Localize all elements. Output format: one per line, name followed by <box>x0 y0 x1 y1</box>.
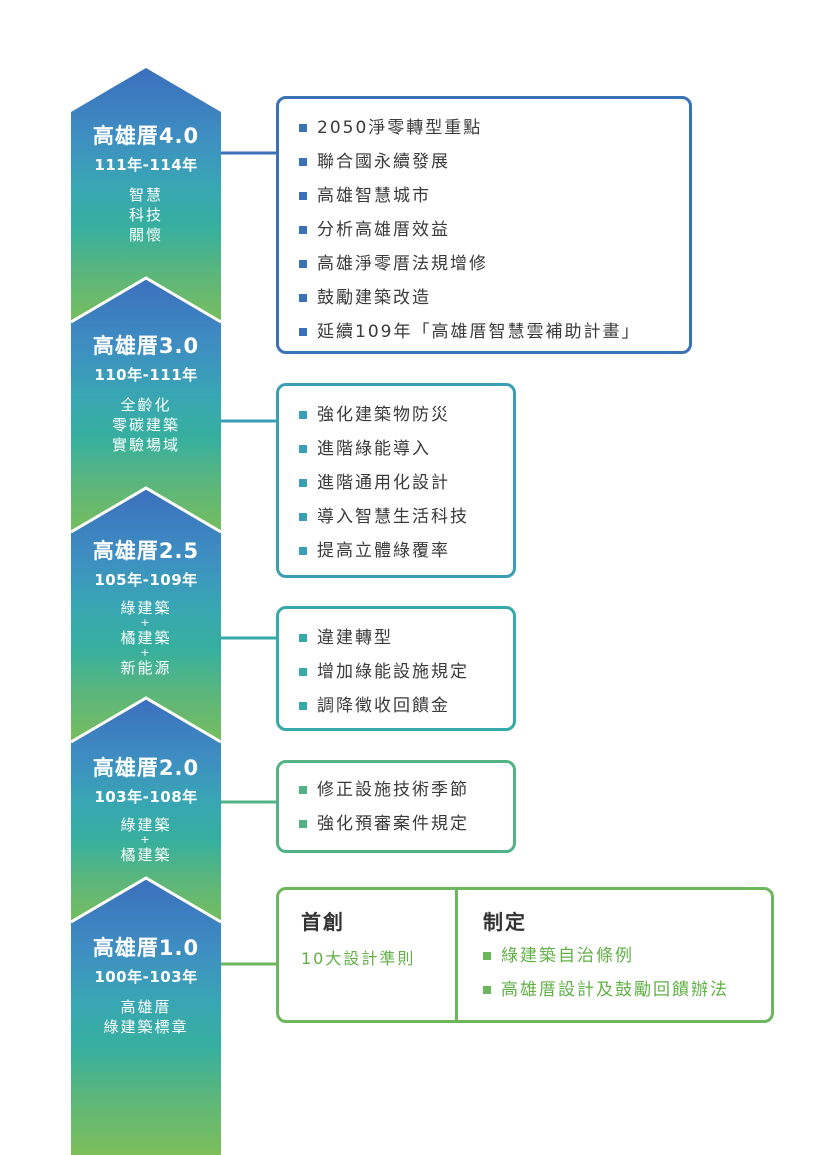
list-item: 強化預審案件規定 <box>299 807 513 841</box>
list-item: 提高立體綠覆率 <box>299 534 513 568</box>
bullet-icon <box>299 786 307 794</box>
stage-arrow-25 <box>71 488 221 750</box>
list-item: 鼓勵建築改造 <box>299 281 689 315</box>
bullet-icon <box>299 668 307 676</box>
stage-25-items-box: 違建轉型 增加綠能設施規定 調降徵收回饋金 <box>276 606 516 731</box>
first-column: 首創 10大設計準則 <box>301 906 415 969</box>
stage-title: 高雄厝2.5 <box>92 539 200 563</box>
stage-arrow-3 <box>71 278 221 540</box>
stage-title: 高雄厝1.0 <box>92 936 200 960</box>
list-item: 高雄智慧城市 <box>299 179 689 213</box>
stage-25-label: 高雄厝2.5 105年-109年 綠建築 + 橘建築 + 新能源 <box>71 535 221 678</box>
stage-period: 103年-108年 <box>94 788 198 806</box>
bullet-icon <box>299 820 307 828</box>
bullet-icon <box>299 328 307 336</box>
stage-3-label: 高雄厝3.0 110年-111年 全齡化 零碳建築 實驗場域 <box>71 330 221 455</box>
list-item: 增加綠能設施規定 <box>299 655 513 689</box>
list-item: 強化建築物防災 <box>299 398 513 432</box>
stage-title: 高雄厝2.0 <box>92 756 200 780</box>
bullet-icon <box>299 124 307 132</box>
stage-desc: 智慧 科技 關懷 <box>128 186 163 244</box>
stage-arrow-1 <box>71 878 221 1155</box>
stage-1-label: 高雄厝1.0 100年-103年 高雄厝 綠建築標章 <box>71 932 221 1037</box>
stage-arrow-2 <box>71 698 221 930</box>
stage-4-items-box: 2050淨零轉型重點 聯合國永續發展 高雄智慧城市 分析高雄厝效益 高雄淨零厝法… <box>276 96 692 354</box>
enact-column: 制定 綠建築自治條例 高雄厝設計及鼓勵回饋辦法 <box>483 906 729 1007</box>
stage-3-items-box: 強化建築物防災 進階綠能導入 進階通用化設計 導入智慧生活科技 提高立體綠覆率 <box>276 383 516 578</box>
bullet-icon <box>299 158 307 166</box>
list-item: 進階綠能導入 <box>299 432 513 466</box>
stage-period: 100年-103年 <box>94 968 198 986</box>
list-item: 修正設施技術季節 <box>299 773 513 807</box>
bullet-icon <box>299 260 307 268</box>
bullet-icon <box>299 702 307 710</box>
list-item: 延續109年「高雄厝智慧雲補助計畫」 <box>299 315 689 349</box>
stage-period: 110年-111年 <box>94 366 198 384</box>
bullet-icon <box>299 192 307 200</box>
stage-desc: 綠建築 + 橘建築 + 新能源 <box>120 599 172 677</box>
bullet-icon <box>299 479 307 487</box>
list-item: 分析高雄厝效益 <box>299 213 689 247</box>
list-item: 進階通用化設計 <box>299 466 513 500</box>
list-item: 高雄淨零厝法規增修 <box>299 247 689 281</box>
stage-arrow-4 <box>71 68 221 330</box>
enact-title: 制定 <box>483 910 527 934</box>
bullet-icon <box>299 294 307 302</box>
stage-2-items-box: 修正設施技術季節 強化預審案件規定 <box>276 760 516 853</box>
list-item: 調降徵收回饋金 <box>299 689 513 723</box>
list-item: 聯合國永續發展 <box>299 145 689 179</box>
stage-desc: 綠建築 + 橘建築 <box>120 816 172 864</box>
list-item: 高雄厝設計及鼓勵回饋辦法 <box>483 973 729 1007</box>
list-item: 2050淨零轉型重點 <box>299 111 689 145</box>
stage-desc: 全齡化 零碳建築 實驗場域 <box>111 396 180 454</box>
stage-period: 111年-114年 <box>94 156 198 174</box>
stage-title: 高雄厝4.0 <box>92 124 200 148</box>
stage-desc: 高雄厝 綠建築標章 <box>103 998 189 1036</box>
stage-1-items-box: 首創 10大設計準則 制定 綠建築自治條例 高雄厝設計及鼓勵回饋辦法 <box>276 887 774 1023</box>
list-item: 綠建築自治條例 <box>483 939 729 973</box>
first-text: 10大設計準則 <box>301 949 416 968</box>
bullet-icon <box>299 513 307 521</box>
bullet-icon <box>299 445 307 453</box>
first-title: 首創 <box>301 910 345 934</box>
bullet-icon <box>299 411 307 419</box>
bullet-icon <box>483 986 491 994</box>
stage-period: 105年-109年 <box>94 571 198 589</box>
bullet-icon <box>299 634 307 642</box>
stage-2-label: 高雄厝2.0 103年-108年 綠建築 + 橘建築 <box>71 752 221 865</box>
column-divider <box>455 890 458 1020</box>
bullet-icon <box>299 226 307 234</box>
bullet-icon <box>299 547 307 555</box>
list-item: 違建轉型 <box>299 621 513 655</box>
stage-title: 高雄厝3.0 <box>92 334 200 358</box>
stage-4-label: 高雄厝4.0 111年-114年 智慧 科技 關懷 <box>71 120 221 245</box>
list-item: 導入智慧生活科技 <box>299 500 513 534</box>
bullet-icon <box>483 952 491 960</box>
